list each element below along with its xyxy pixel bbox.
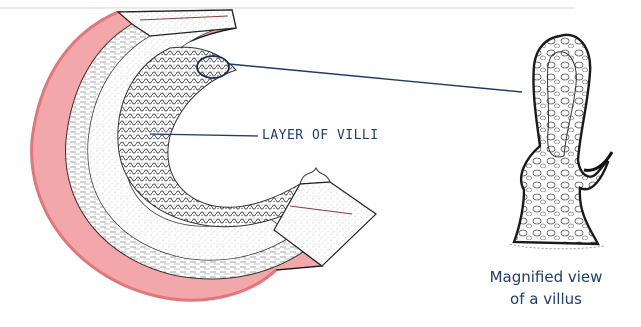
villi-edge-detail bbox=[300, 168, 330, 184]
magnify-leader-line bbox=[229, 64, 522, 92]
villus-caption: Magnified view of a villus bbox=[466, 266, 626, 310]
villus-outline bbox=[514, 35, 608, 244]
caption-line-1: Magnified view bbox=[466, 266, 626, 288]
layer-of-villi-label: LAYER OF VILLI bbox=[262, 128, 379, 143]
magnified-villus bbox=[510, 35, 612, 249]
caption-line-2: of a villus bbox=[466, 288, 626, 310]
